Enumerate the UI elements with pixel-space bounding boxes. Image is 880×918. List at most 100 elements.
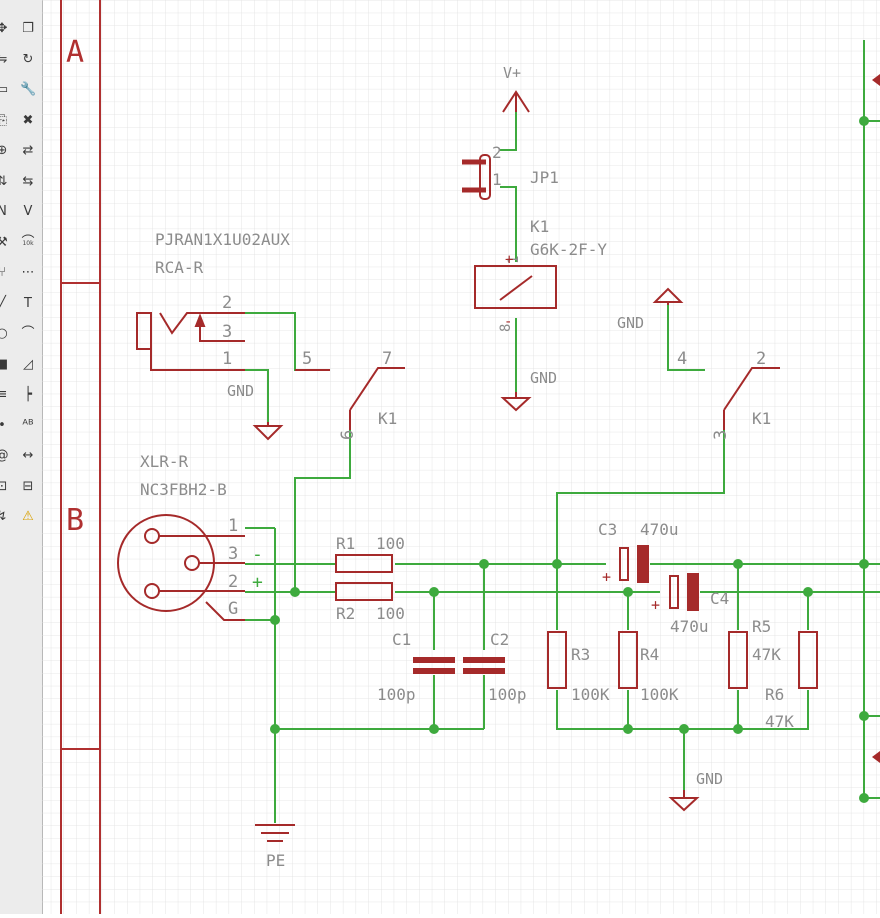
switch-left-name: K1 bbox=[378, 409, 397, 428]
pe-earth-symbol[interactable] bbox=[255, 824, 295, 842]
gnd-symbol-bottom[interactable] bbox=[668, 790, 700, 812]
erc-icon[interactable]: ↯ bbox=[0, 509, 8, 524]
bus-icon[interactable]: ≡ bbox=[0, 387, 8, 402]
gnd-label-relay: GND bbox=[530, 369, 557, 387]
split-icon[interactable]: ⑂ bbox=[0, 265, 6, 280]
switch-left-pin6: 6 bbox=[338, 430, 358, 440]
capacitor-c3[interactable] bbox=[619, 545, 649, 583]
r6-name: R6 bbox=[765, 685, 784, 704]
relay-switch-left[interactable] bbox=[295, 367, 405, 430]
wire-icon[interactable]: ╱ bbox=[0, 295, 6, 311]
switch-right-name: K1 bbox=[752, 409, 771, 428]
c2-name: C2 bbox=[490, 630, 509, 649]
add-icon[interactable]: ⊕ bbox=[0, 143, 8, 158]
text-icon[interactable]: T bbox=[24, 295, 32, 311]
rca-pin-1: 1 bbox=[222, 349, 232, 369]
r1-value: 100 bbox=[376, 534, 405, 553]
r1-name: R1 bbox=[336, 534, 355, 553]
relay-plus: + bbox=[505, 252, 513, 268]
gnd-symbol-top[interactable] bbox=[652, 287, 684, 305]
move-icon[interactable]: ✥ bbox=[0, 21, 8, 36]
rca-jack[interactable] bbox=[136, 312, 245, 371]
gnd-symbol-rca[interactable] bbox=[252, 422, 284, 441]
gateswap2-icon[interactable]: ⊟ bbox=[22, 478, 34, 494]
mirror-icon[interactable]: ⇋ bbox=[0, 51, 8, 67]
c3-value: 470u bbox=[640, 520, 679, 539]
resistor-r2[interactable] bbox=[335, 582, 393, 601]
r2-name: R2 bbox=[336, 604, 355, 623]
delete-icon[interactable]: ✖ bbox=[22, 112, 34, 128]
rca-name: PJRAN1X1U02AUX bbox=[155, 230, 290, 249]
resistor-r5[interactable] bbox=[728, 631, 748, 689]
relay-switch-right[interactable] bbox=[723, 367, 780, 430]
group-icon[interactable]: ▭ bbox=[0, 82, 9, 97]
label-icon[interactable]: ᴬᴮ bbox=[22, 417, 34, 433]
frame-row-a: A bbox=[66, 35, 84, 70]
r2-value: 100 bbox=[376, 604, 405, 623]
r3-value: 100K bbox=[571, 685, 610, 704]
jp1-pin1: 1 bbox=[492, 170, 502, 189]
optimize-icon[interactable]: ⋯ bbox=[21, 265, 35, 280]
value-icon[interactable]: V bbox=[23, 204, 33, 219]
value-sample-label: 10k bbox=[22, 240, 34, 247]
junction-icon[interactable]: • bbox=[0, 418, 10, 435]
offscreen-part-markers bbox=[872, 74, 880, 763]
rca-pin-2: 2 bbox=[222, 293, 232, 313]
r4-name: R4 bbox=[640, 645, 659, 664]
gnd-label-rca: GND bbox=[227, 382, 254, 400]
xlr-connector[interactable] bbox=[117, 514, 245, 621]
resistor-r6[interactable] bbox=[798, 631, 818, 689]
errors-icon[interactable]: ⚠ bbox=[22, 509, 34, 524]
relay-minus: - bbox=[504, 314, 512, 330]
c4-value: 470u bbox=[670, 617, 709, 636]
schematic-canvas[interactable]: A B bbox=[42, 0, 880, 914]
xlr-name: XLR-R bbox=[140, 452, 189, 471]
c2-value: 100p bbox=[488, 685, 527, 704]
net-icon[interactable]: ┝ bbox=[24, 387, 32, 402]
switch-left-pin7: 7 bbox=[382, 349, 392, 369]
svg-text:+: + bbox=[602, 568, 611, 586]
rect-icon[interactable]: ■ bbox=[0, 356, 9, 372]
xlr-pin-3: 3 bbox=[228, 544, 238, 564]
miter-icon[interactable]: ⌒ bbox=[21, 234, 35, 250]
name-icon[interactable]: N bbox=[0, 204, 7, 219]
vplus-label: V+ bbox=[503, 64, 521, 82]
smash-icon[interactable]: ⚒ bbox=[0, 234, 8, 250]
capacitor-c4[interactable] bbox=[669, 573, 699, 611]
vplus-supply[interactable] bbox=[502, 90, 530, 113]
arc-icon[interactable]: ⌒ bbox=[21, 326, 35, 341]
gnd-symbol-relay[interactable] bbox=[500, 392, 532, 412]
switch-left-pin5: 5 bbox=[302, 349, 312, 369]
svg-text:+: + bbox=[651, 596, 660, 614]
replace-icon[interactable]: ⇆ bbox=[22, 173, 34, 189]
rca-value: RCA-R bbox=[155, 258, 204, 277]
change-icon[interactable]: 🔧 bbox=[20, 82, 37, 97]
relay-coil-k1[interactable] bbox=[474, 265, 557, 309]
c4-name: C4 bbox=[710, 589, 729, 608]
circle-icon[interactable]: ○ bbox=[0, 326, 8, 341]
polygon-icon[interactable]: ◿ bbox=[23, 356, 33, 372]
pinswap-icon[interactable]: ⇄ bbox=[22, 143, 34, 158]
c1-value: 100p bbox=[377, 685, 416, 704]
capacitor-c1[interactable] bbox=[413, 657, 455, 674]
pe-label: PE bbox=[266, 851, 285, 870]
resistor-r1[interactable] bbox=[335, 554, 393, 573]
grid-background bbox=[42, 0, 880, 914]
gnd-label-bottom: GND bbox=[696, 770, 723, 788]
resistor-r3[interactable] bbox=[547, 631, 567, 689]
frame-icon[interactable]: ⊡ bbox=[0, 478, 8, 494]
paste-icon[interactable]: ⎘ bbox=[0, 112, 8, 128]
attribute-icon[interactable]: @ bbox=[0, 449, 10, 465]
xlr-pin-2: 2 bbox=[228, 572, 238, 592]
r6-value: 47K bbox=[765, 712, 794, 731]
relay-pin1: 1 bbox=[506, 256, 522, 264]
copy-icon[interactable]: ❐ bbox=[22, 21, 34, 36]
r5-value: 47K bbox=[752, 645, 781, 664]
jumper-jp1[interactable] bbox=[462, 154, 491, 200]
resistor-r4[interactable] bbox=[618, 631, 638, 689]
junctions bbox=[270, 116, 869, 803]
gateswap-icon[interactable]: ⇅ bbox=[0, 173, 8, 189]
capacitor-c2[interactable] bbox=[463, 657, 505, 674]
rotate-icon[interactable]: ↻ bbox=[22, 51, 34, 67]
dimension-icon[interactable]: ↔ bbox=[22, 448, 34, 463]
